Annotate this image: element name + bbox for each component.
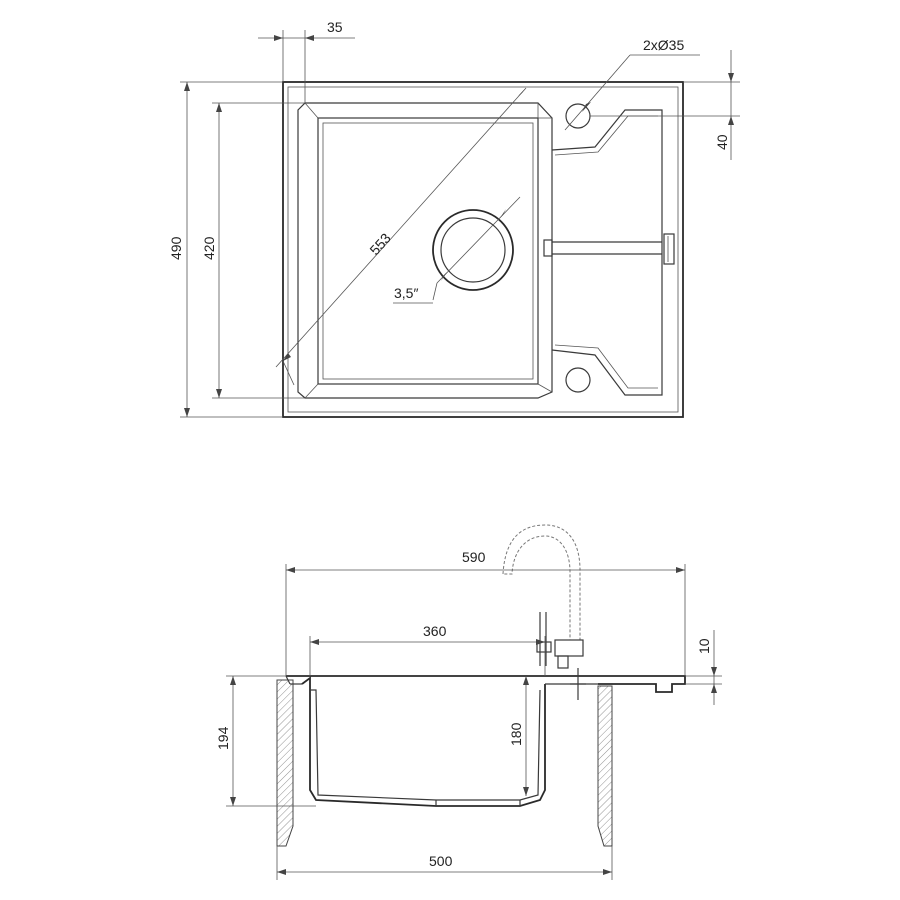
bowl	[297, 102, 553, 399]
dim-overall-depth-label: 490	[168, 236, 184, 260]
faucet-icon	[502, 524, 586, 700]
dim-overall-height-label: 194	[215, 726, 231, 750]
dim-bowl-depth: 420	[201, 102, 305, 399]
dim-drain-label: 3,5″	[394, 285, 418, 301]
dim-bowl-width: 360	[309, 623, 546, 676]
sink-outline	[282, 81, 684, 418]
dim-rim-offset-label: 35	[327, 19, 343, 35]
dim-overall-depth: 490	[168, 81, 283, 418]
sink-rim-section	[285, 675, 686, 693]
dim-cabinet-width: 500	[276, 846, 613, 880]
dim-rim-offset: 35	[258, 19, 355, 103]
dim-diagonal-label: 553	[366, 230, 394, 258]
dim-bowl-width-label: 360	[423, 623, 447, 639]
side-view: 590 360 10 194	[215, 524, 722, 880]
dim-bowl-depth-label: 420	[201, 236, 217, 260]
dim-bowl-height-label: 180	[508, 722, 524, 746]
dim-tap-holes-label: 2xØ35	[643, 37, 684, 53]
bowl-section	[301, 676, 598, 807]
dim-hole-offset: 40	[590, 50, 740, 160]
top-view: 35 2xØ35 40 490	[168, 19, 740, 418]
dim-hole-offset-label: 40	[714, 134, 730, 150]
dim-overall-width-label: 590	[462, 549, 486, 565]
dim-tap-holes: 2xØ35	[564, 37, 700, 131]
dim-rim-thickness-label: 10	[696, 638, 712, 654]
countertop-left	[276, 679, 294, 847]
dim-overall-width: 590	[285, 549, 686, 676]
drainer-area	[543, 109, 675, 396]
dim-diagonal: 553	[275, 87, 527, 386]
dim-cabinet-width-label: 500	[429, 853, 453, 869]
dim-overall-height: 194	[215, 675, 316, 807]
dim-rim-thickness: 10	[685, 630, 722, 705]
drain-icon	[432, 209, 514, 291]
sink-rim-inner	[287, 86, 679, 413]
dim-drain: 3,5″	[393, 196, 521, 304]
dim-bowl-height: 180	[508, 676, 529, 796]
countertop-right	[597, 685, 613, 847]
